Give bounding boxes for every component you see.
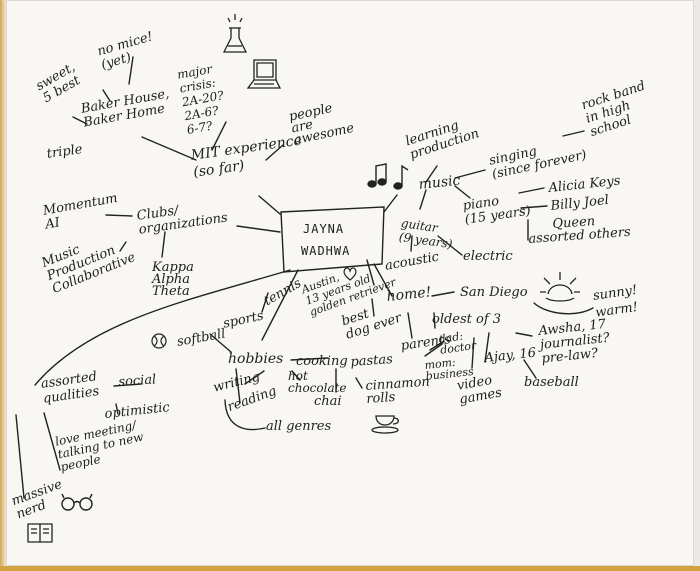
chai-label: chai [314, 394, 342, 409]
center-name-line2: WADHWA [301, 244, 351, 258]
book-icon [27, 523, 53, 543]
social-label: social [117, 372, 157, 390]
hobbies-label: hobbies [228, 351, 284, 367]
table-edge [0, 566, 700, 571]
paper-sheet [6, 0, 694, 566]
cooking-label: cooking [296, 354, 348, 369]
all-genres-label: all genres [266, 419, 332, 434]
hot-chocolate-label: hot chocolate [288, 369, 347, 395]
baseball-label: baseball [524, 375, 579, 390]
dad-doctor-label: dad: doctor [437, 329, 477, 357]
oldest-of-3-label: oldest of 3 [432, 312, 502, 327]
notebook-spine [0, 0, 6, 566]
glasses-icon [61, 493, 93, 511]
awsha-label: Awsha, 17 journalist? pre-law? [537, 316, 611, 367]
heart-icon [343, 267, 357, 281]
laptop-icon [246, 59, 282, 89]
music-label: music [417, 172, 462, 193]
san-diego-label: San Diego [460, 285, 528, 300]
electric-label: electric [463, 249, 513, 264]
teacup-icon [371, 415, 400, 434]
cinnamon-rolls-label: cinnamon rolls [364, 374, 431, 407]
kappa-alpha-theta-label: Kappa Alpha Theta [152, 260, 194, 299]
music-notes-icon [367, 163, 409, 190]
pastas-label: pastas [349, 352, 394, 370]
sun-icon [540, 272, 580, 302]
softball-icon [151, 333, 167, 349]
flask-icon [222, 14, 248, 53]
sunny-warm-label: sunny! warm! [592, 282, 639, 321]
center-name-line1: JAYNA [303, 222, 345, 236]
